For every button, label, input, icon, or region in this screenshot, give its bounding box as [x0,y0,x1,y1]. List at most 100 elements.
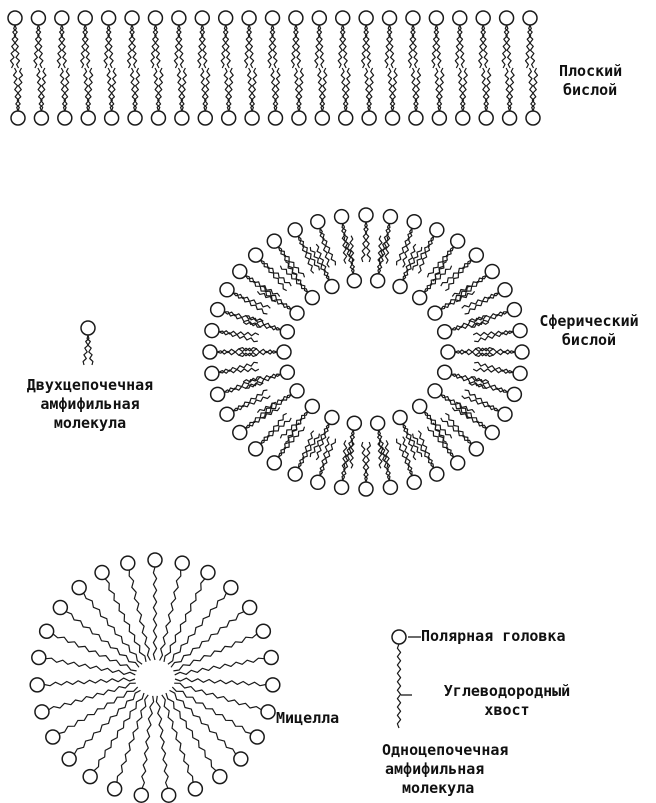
hydrocarbon-tail [341,68,347,111]
hydrocarbon-tail [532,68,538,111]
micelle-amphiphile [30,678,135,692]
polar-head [428,306,442,320]
polar-head [485,426,499,440]
micelle-amphiphile [46,687,138,744]
hydrocarbon-tail [412,25,418,68]
micelle-amphiphile [172,687,264,744]
hydrocarbon-tail [298,68,304,111]
polar-head [347,274,361,288]
lipid-upper [336,11,350,68]
lipid-upper [219,11,233,68]
inner-lipid [239,345,291,359]
polar-head [242,11,256,25]
hydrocarbon-tail [271,25,277,68]
polar-head [498,283,512,297]
hydrocarbon-tail [11,25,17,68]
polar-head [81,321,95,335]
lipid-lower [409,68,423,125]
hydrocarbon-tail [295,25,301,68]
hydrocarbon-tail [84,25,90,68]
polar-head [220,407,234,421]
polar-head [507,303,521,317]
hydrocarbon-tail [274,68,280,111]
lipid-upper [172,11,186,68]
micelle-label: Мицелла [276,709,339,728]
hydrocarbon-tail [219,362,258,373]
polar-head [305,291,319,305]
inner-lipid [371,236,388,288]
polar-head [95,566,109,580]
polar-head [469,248,483,262]
single-chain-label-line: Одноцепочечная [382,741,508,760]
polar-head [211,303,225,317]
polar-head [503,111,517,125]
micelle-amphiphile [162,695,203,796]
polar-head [335,210,349,224]
polar-head [11,111,25,125]
hydrocarbon-tail [204,68,210,111]
inner-lipid [344,236,361,288]
lipid-upper [125,11,139,68]
micelle [30,553,280,802]
hydrocarbon-tail [84,593,142,664]
spherical-bilayer [203,208,529,496]
hydrocarbon-tail [227,68,233,111]
hydrocarbon-tail [44,678,135,686]
lipid-lower [456,68,470,125]
polar-head [289,11,303,25]
polar-head [428,384,442,398]
hydrocarbon-tail [465,390,499,411]
hydrocarbon-tail-label-line: Углеводородный [402,682,612,701]
polar-head [205,366,219,380]
polar-head [83,770,97,784]
hydrocarbon-tail [428,427,454,458]
polar-head [125,11,139,25]
micelle-label-text: Мицелла [276,709,339,728]
lipid-upper [31,11,45,68]
hydrocarbon-tail [131,68,137,111]
micelle-amphiphile [168,581,238,665]
hydrocarbon-tail [57,25,63,68]
hydrocarbon-tail [474,362,513,373]
polar-head [31,11,45,25]
polar-head [211,387,225,401]
lipid-upper [453,11,467,68]
hydrocarbon-tail [174,25,180,68]
hydrocarbon-tail [388,68,394,111]
hydrocarbon-tail [397,644,400,728]
lipid-lower [245,68,259,125]
polar-head [513,366,527,380]
polar-head [392,630,406,644]
polar-head [261,705,275,719]
polar-head [292,111,306,125]
micelle-amphiphile [121,556,151,660]
spherical-bilayer-label-line: бислой [522,331,656,350]
hydrocarbon-tail [64,68,70,111]
hydrocarbon-tail [432,25,438,68]
polar-head [359,208,373,222]
hydrocarbon-tail [435,25,441,68]
hydrocarbon-tail [201,25,207,68]
inner-lipid [393,244,422,293]
polar-head [362,111,376,125]
hydrocarbon-tail [408,25,414,68]
hydrocarbon-tail [508,68,514,111]
lipid-upper [476,11,490,68]
hydrocarbon-tail [415,68,421,111]
polar-head [305,399,319,413]
hydrocarbon-tail [170,690,236,754]
hydrocarbon-tail [268,25,274,68]
hydrocarbon-tail [341,25,347,68]
hydrocarbon-tail [224,68,230,111]
hydrocarbon-tail [278,427,304,458]
lipid-lower [386,68,400,125]
hydrocarbon-tail [87,68,93,111]
hydrocarbon-tail [173,634,257,671]
hydrocarbon-tail [291,25,297,68]
outer-lipid [267,423,304,470]
lipid-upper [523,11,537,68]
lipid-lower [58,68,72,125]
outer-lipid [462,390,512,421]
polar-head [233,426,247,440]
outer-lipid [413,223,444,273]
